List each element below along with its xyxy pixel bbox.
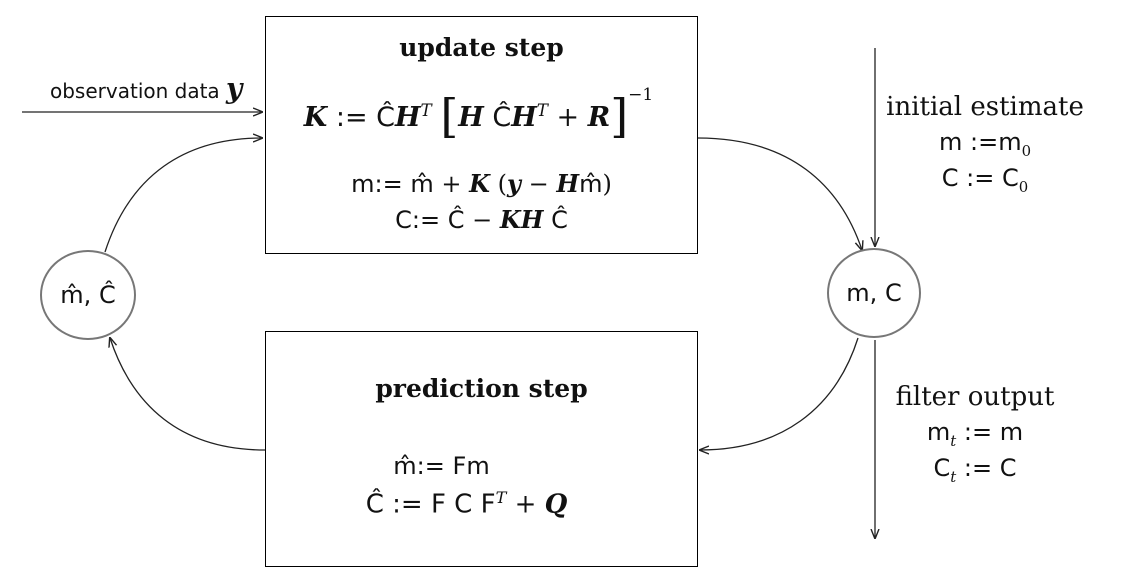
eq-gain-H: H	[395, 102, 421, 133]
init-mean-rhs: m	[998, 128, 1022, 156]
eq-cov-chat2: Ĉ	[551, 206, 568, 234]
initial-estimate-heading: initial estimate	[886, 92, 1084, 122]
eq-pred-cov-lhs: Ĉ	[365, 489, 384, 520]
arrow-update-to-right-node	[697, 137, 862, 250]
eq-pred-cov-F: F	[430, 489, 446, 520]
eq-gain-assign: :=	[335, 102, 368, 133]
eq-gain-H3: H	[511, 102, 537, 133]
eq-mean-K: K	[469, 169, 491, 198]
node-left-mean: m̂,	[60, 281, 92, 309]
eq-gain-rbracket: ]	[610, 89, 629, 143]
node-right-mean: m,	[846, 279, 878, 307]
eq-pred-mean-rhs: Fm	[452, 452, 490, 480]
eq-gain-H2: H	[458, 102, 484, 133]
out-cov-assign: :=	[963, 453, 993, 482]
init-mean-assign: :=	[969, 128, 999, 156]
update-step-title: update step	[399, 33, 564, 62]
eq-gain-T: T	[420, 100, 432, 120]
eq-pred-cov-assign: :=	[392, 489, 423, 520]
mean-prediction-equation: m̂:= Fm	[186, 452, 697, 480]
kalman-gain-equation: K := ĈHT [H ĈHT + R]−1	[260, 85, 697, 143]
out-mean-assign: :=	[963, 418, 993, 446]
eq-mean-lparen: (	[497, 170, 508, 198]
observation-symbol: y	[226, 72, 243, 105]
output-cov-line: Ct := C	[870, 454, 1080, 486]
eq-mean-assign: :=	[374, 170, 403, 198]
update-step-box: update step K := ĈHT [H ĈHT + R]−1 m:= m…	[265, 16, 698, 254]
init-mean-lhs: m	[938, 128, 963, 156]
eq-pred-cov-F2: F	[480, 489, 496, 520]
eq-gain-lbracket: [	[440, 89, 459, 143]
observation-text: observation data	[50, 79, 220, 103]
out-cov-lhs: C	[933, 453, 951, 482]
predicted-state-node: m̂, Ĉ	[40, 250, 136, 340]
initial-estimate-block: initial estimate m :=m0 C := C0	[880, 92, 1090, 196]
init-cov-lhs: C	[941, 163, 959, 192]
eq-mean-mhat: m̂	[410, 170, 434, 198]
eq-cov-minus: −	[472, 206, 493, 234]
eq-mean-minus: −	[528, 170, 549, 198]
eq-mean-mhat2: m̂	[579, 170, 603, 198]
init-mean-sub: 0	[1021, 141, 1032, 160]
node-right-cov: C	[884, 279, 902, 307]
eq-mean-H: H	[556, 169, 580, 198]
prediction-step-box: prediction step m̂:= Fm Ĉ := F C FT + Q	[265, 331, 698, 567]
eq-pred-mean-assign: :=	[416, 452, 445, 480]
covariance-update-equation: C:= Ĉ − KH Ĉ	[266, 205, 697, 234]
eq-cov-assign: :=	[411, 206, 441, 234]
output-mean-line: mt := m	[870, 418, 1080, 450]
eq-pred-cov-T: T	[495, 488, 507, 507]
eq-cov-lhs: C	[395, 206, 412, 234]
eq-gain-exponent: −1	[628, 85, 654, 105]
eq-gain-plus: +	[556, 102, 580, 133]
eq-pred-cov-C: C	[454, 489, 473, 520]
eq-pred-cov-plus: +	[514, 489, 537, 520]
eq-gain-chat2: Ĉ	[492, 102, 512, 133]
initial-cov-line: C := C0	[880, 164, 1090, 196]
out-mean-sub: t	[950, 431, 957, 450]
initial-mean-line: m :=m0	[880, 128, 1090, 160]
eq-mean-lhs: m	[351, 170, 375, 198]
out-cov-sub: t	[950, 467, 957, 486]
mean-update-equation: m:= m̂ + K (y − Hm̂)	[266, 169, 697, 198]
init-cov-assign: :=	[966, 163, 995, 192]
out-mean-lhs: m	[926, 418, 951, 446]
covariance-prediction-equation: Ĉ := F C FT + Q	[236, 488, 697, 520]
eq-mean-rparen: )	[602, 170, 612, 198]
filtered-state-node: m, C	[827, 248, 921, 338]
eq-gain-lhs: K	[303, 102, 328, 133]
arrow-right-node-to-prediction	[700, 337, 859, 450]
out-mean-rhs: m	[999, 418, 1024, 446]
eq-cov-chat: Ĉ	[447, 206, 465, 234]
out-cov-rhs: C	[999, 453, 1017, 482]
init-cov-sub: 0	[1018, 177, 1029, 196]
eq-cov-K: K	[499, 205, 521, 234]
prediction-step-title: prediction step	[375, 374, 588, 403]
observation-label: observation data y	[50, 72, 242, 105]
eq-gain-chat: Ĉ	[376, 102, 396, 133]
eq-pred-mean-lhs: m̂	[393, 452, 417, 480]
init-cov-rhs: C	[1002, 163, 1019, 192]
eq-pred-cov-Q: Q	[544, 489, 568, 520]
filter-output-block: filter output mt := m Ct := C	[870, 382, 1080, 486]
eq-cov-H: H	[520, 205, 544, 234]
eq-gain-R: R	[587, 102, 611, 133]
eq-gain-T2: T	[536, 100, 548, 120]
arrow-prediction-to-left-node	[110, 338, 266, 451]
eq-mean-y: y	[507, 169, 521, 198]
filter-output-heading: filter output	[895, 382, 1055, 412]
node-left-cov: Ĉ	[98, 281, 116, 309]
eq-mean-plus: +	[441, 170, 462, 198]
arrow-left-node-to-update	[104, 138, 262, 253]
